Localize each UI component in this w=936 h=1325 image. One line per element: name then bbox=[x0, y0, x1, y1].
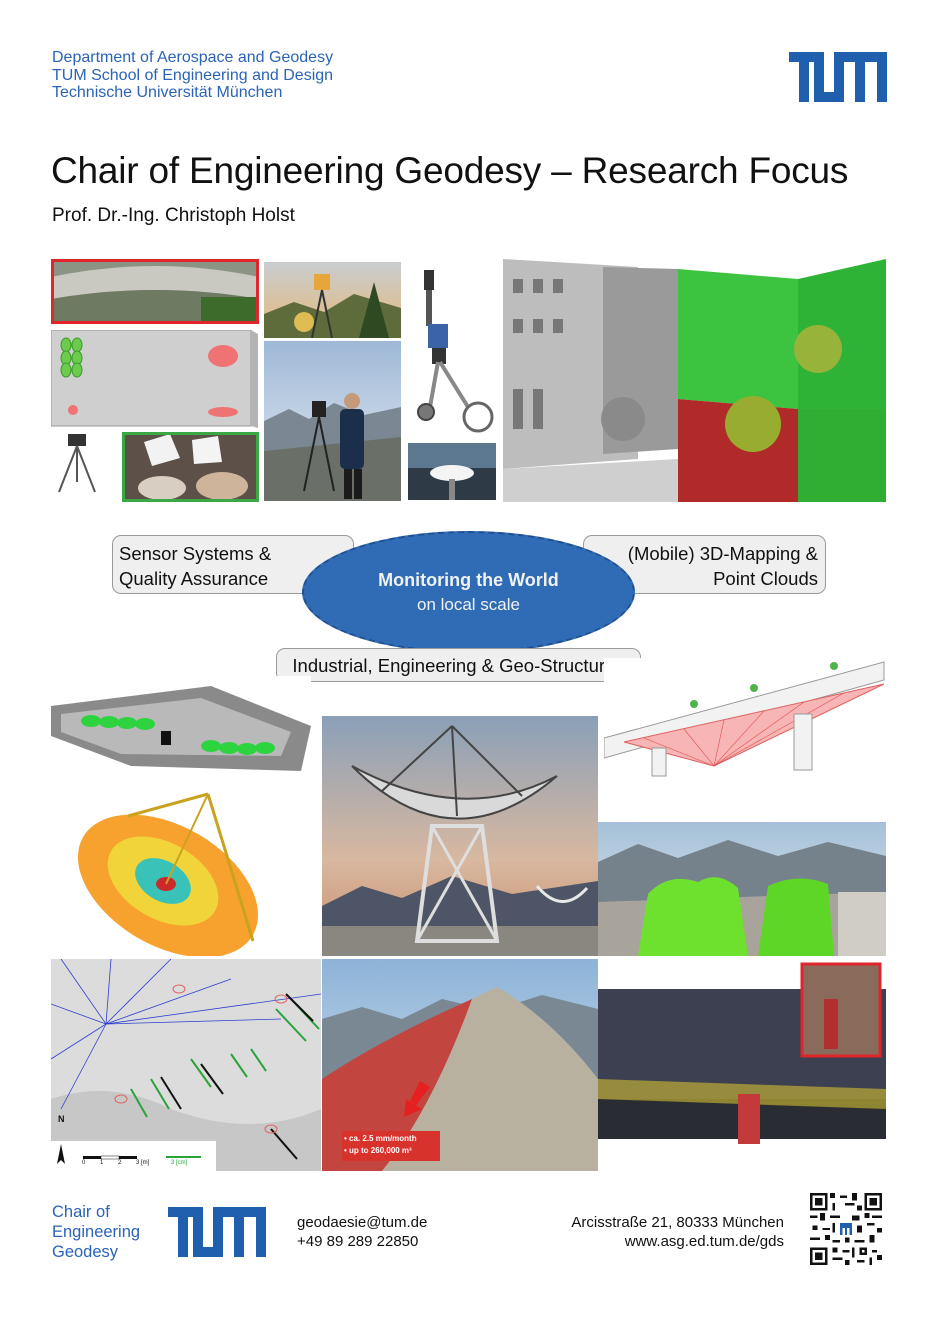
dam-aerial-photo bbox=[51, 259, 259, 324]
topic-right-line-2: Point Clouds bbox=[713, 568, 818, 589]
tum-logo-footer bbox=[168, 1207, 266, 1257]
slope-point-cloud bbox=[598, 959, 886, 1171]
dept-line-1: Department of Aerospace and Geodesy bbox=[52, 49, 334, 66]
map-north-label: N bbox=[58, 1114, 65, 1124]
rock-samples-photo bbox=[122, 432, 259, 502]
monitoring-ellipse: Monitoring the World on local scale bbox=[302, 531, 635, 653]
footer-chair-line-1: Chair of bbox=[52, 1203, 110, 1221]
map-scale-tick-2: 2 bbox=[118, 1160, 122, 1166]
tunnel-point-cloud bbox=[51, 676, 311, 776]
topic-3d-mapping: (Mobile) 3D-Mapping & Point Clouds bbox=[583, 535, 826, 594]
tum-logo-header bbox=[789, 52, 887, 102]
footer-address-block: Arcisstraße 21, 80333 München www.asg.ed… bbox=[571, 1213, 784, 1251]
map-arrow-label: 3 [cm] bbox=[171, 1160, 188, 1166]
building-point-cloud bbox=[503, 259, 886, 502]
monitoring-title: Monitoring the World bbox=[378, 570, 559, 590]
scanner-tripod-icon bbox=[55, 432, 100, 494]
footer-contact: geodaesie@tum.de +49 89 289 22850 bbox=[297, 1213, 427, 1251]
map-scale-tick-3: 3 [m] bbox=[136, 1160, 150, 1166]
mobile-mapping-trolley-photo bbox=[408, 262, 496, 437]
topic-structures: Industrial, Engineering & Geo-Structures bbox=[276, 648, 641, 682]
landslide-ridge-photo: • ca. 2.5 mm/month • up to 260,000 m³ bbox=[322, 959, 598, 1171]
department-lines: Department of Aerospace and Geodesy TUM … bbox=[52, 49, 333, 102]
footer-website[interactable]: www.asg.ed.tum.de/gds bbox=[624, 1233, 784, 1250]
topic-bottom-label: Industrial, Engineering & Geo-Structures bbox=[292, 655, 625, 676]
landslide-volume-label: • up to 260,000 m³ bbox=[344, 1146, 412, 1155]
topic-left-line-2: Quality Assurance bbox=[119, 568, 269, 589]
footer-chair-line-3: Geodesy bbox=[52, 1243, 119, 1261]
monitoring-subtitle: on local scale bbox=[416, 595, 520, 614]
dish-deformation-map bbox=[68, 786, 268, 956]
footer-address: Arcisstraße 21, 80333 München bbox=[571, 1214, 784, 1231]
dept-line-2: TUM School of Engineering and Design bbox=[52, 66, 334, 84]
footer-email[interactable]: geodaesie@tum.de bbox=[297, 1214, 428, 1231]
footer-chair-line-2: Engineering bbox=[52, 1223, 141, 1241]
radio-telescope-photo bbox=[322, 716, 598, 956]
landslide-rate-label: • ca. 2.5 mm/month bbox=[344, 1134, 417, 1143]
topic-left-line-1: Sensor Systems & bbox=[119, 543, 272, 564]
wall-deformation-sketch bbox=[51, 330, 258, 428]
page-subtitle: Prof. Dr.-Ing. Christoph Holst bbox=[52, 205, 295, 226]
map-scale-tick-0: 0 bbox=[82, 1160, 86, 1166]
scanner-mountain-photo bbox=[264, 341, 401, 501]
qr-code[interactable] bbox=[810, 1193, 882, 1265]
total-station-sunset-photo bbox=[264, 262, 401, 338]
topic-sensor-systems: Sensor Systems & Quality Assurance bbox=[112, 535, 354, 594]
gnss-antenna-photo bbox=[408, 443, 496, 500]
bridge-deformation-model bbox=[604, 658, 886, 778]
map-scale-tick-1: 1 bbox=[100, 1160, 104, 1166]
rockfall-point-cloud-photo bbox=[598, 822, 886, 956]
footer-chair-name: Chair of Engineering Geodesy bbox=[52, 1202, 140, 1262]
displacement-vector-map: N 0 1 2 3 [m] 3 [cm] bbox=[51, 959, 321, 1171]
footer-phone[interactable]: +49 89 289 22850 bbox=[297, 1233, 419, 1250]
dept-line-3: Technische Universität München bbox=[52, 84, 283, 101]
page-title: Chair of Engineering Geodesy – Research … bbox=[51, 150, 849, 191]
topic-right-line-1: (Mobile) 3D-Mapping & bbox=[627, 543, 818, 564]
